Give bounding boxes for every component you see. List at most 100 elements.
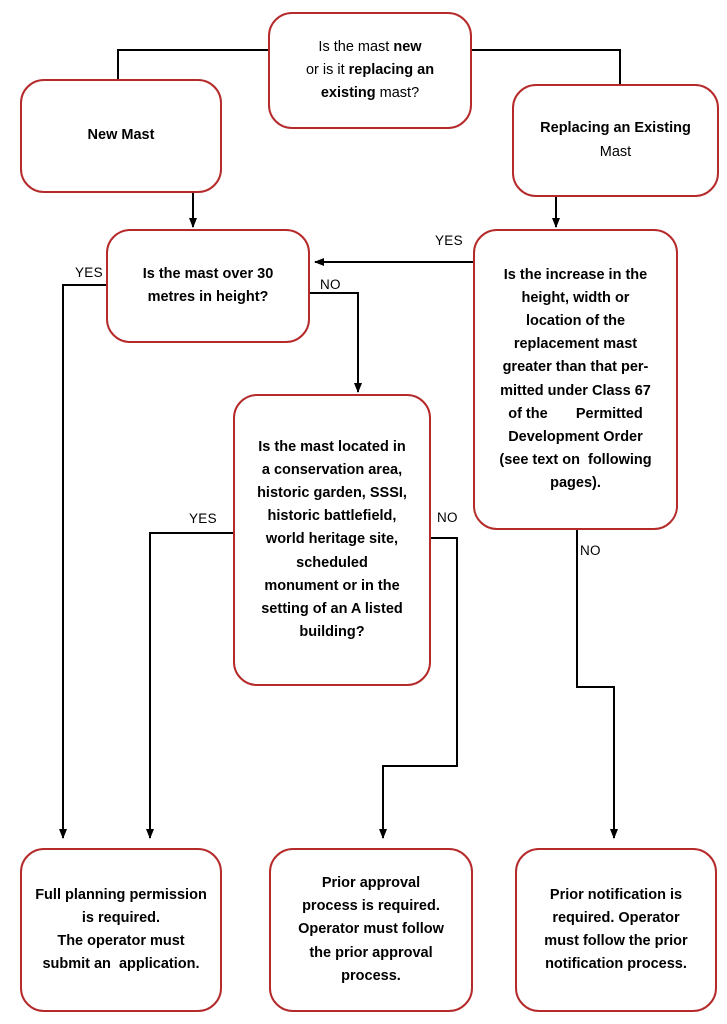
node-location-question: Is the mast located in a conservation are… xyxy=(233,394,431,686)
node-text: Full planning permission is required. The … xyxy=(35,884,207,977)
node-text: Is the mast over 30 metres in height? xyxy=(143,263,274,309)
node-text-run: existing xyxy=(320,85,376,102)
node-text-line: process is required. xyxy=(298,895,444,918)
node-text-line: Is the increase in the xyxy=(499,264,651,287)
node-text-line: pages). xyxy=(499,472,651,495)
node-text-run: or is it xyxy=(305,61,349,78)
node-text-line: historic battlefield, xyxy=(257,505,407,528)
node-text-line: Replacing an Existing xyxy=(540,117,691,140)
node-text-run: greater than that per- xyxy=(502,359,649,376)
node-text-line: Operator must follow xyxy=(298,918,444,941)
node-text-line: Is the mast over 30 xyxy=(143,263,274,286)
node-text-line: Is the mast located in xyxy=(257,436,407,459)
connector-increase-no-to-prior-notification xyxy=(576,530,618,839)
node-text-run: is required. xyxy=(81,909,161,926)
label-over30-no: NO xyxy=(320,277,341,292)
node-text-run: location of the xyxy=(525,312,626,329)
node-text-line: of the Permitted xyxy=(499,403,651,426)
label-increase-no: NO xyxy=(580,543,601,558)
node-text-run: must follow the prior xyxy=(544,933,688,949)
node-text-run: required. Operator xyxy=(552,909,680,926)
node-text-run: Is the mast over 30 xyxy=(142,265,274,282)
node-text-run: Full planning permission xyxy=(35,886,207,903)
node-text-run: Prior notification is xyxy=(549,886,683,903)
node-new-mast: New Mast xyxy=(20,79,222,193)
node-prior-notification: Prior notification is required. Operator m… xyxy=(515,848,717,1012)
node-text-run: world heritage site, xyxy=(265,531,399,548)
node-text-run: metres in height? xyxy=(147,289,269,305)
node-text-line: scheduled xyxy=(257,552,407,575)
label-replacing-yes: YES xyxy=(435,233,463,248)
node-text-line: Full planning permission xyxy=(35,884,207,907)
node-text-run: setting of an A listed xyxy=(261,600,403,617)
node-text-run: Mast xyxy=(599,143,632,160)
node-increase-question: Is the increase in the height, width or lo… xyxy=(473,229,678,530)
node-text-run: Is the increase in the xyxy=(503,266,648,283)
node-text-run: mitted under Class 67 xyxy=(500,382,651,399)
node-text-line: or is it replacing an xyxy=(306,59,434,82)
label-located-no: NO xyxy=(437,510,458,525)
connector-over30-yes-to-full-planning xyxy=(59,284,106,839)
node-text-line: mitted under Class 67 xyxy=(499,380,651,403)
label-located-yes: YES xyxy=(189,511,217,526)
node-text: Is the mast located in a conservation are… xyxy=(257,436,407,645)
node-text-run: process. xyxy=(341,967,401,984)
node-text: New Mast xyxy=(88,124,155,147)
node-text-run: process is required. xyxy=(302,898,440,915)
node-text-line: The operator must xyxy=(35,930,207,953)
node-text-line: setting of an A listed xyxy=(257,598,407,621)
node-text-run: (see text on following xyxy=(499,452,652,469)
node-text-line: location of the xyxy=(499,310,651,333)
node-text-line: required. Operator xyxy=(544,907,687,930)
node-prior-approval: Prior approval process is required. Operat… xyxy=(269,848,473,1012)
connector-question-to-replacing xyxy=(472,49,621,84)
connector-question-to-new-mast xyxy=(117,49,268,79)
node-text-line: is required. xyxy=(35,907,207,930)
node-text-line: must follow the prior xyxy=(544,930,687,953)
node-text-run: new xyxy=(393,38,422,55)
node-text-line: greater than that per- xyxy=(499,356,651,379)
node-text-line: a conservation area, xyxy=(257,459,407,482)
node-full-planning-permission: Full planning permission is required. The … xyxy=(20,848,222,1012)
node-text-line: the prior approval xyxy=(298,942,444,965)
node-text-run: height, width or xyxy=(521,289,630,306)
node-text-run: historic battlefield, xyxy=(267,508,397,525)
connector-over30-no-to-located xyxy=(305,292,362,393)
node-text-run: of the Permitted xyxy=(508,405,643,422)
node-text-run: Replacing an Existing xyxy=(540,120,691,137)
node-text-line: building? xyxy=(257,621,407,644)
node-text-line: monument or in the xyxy=(257,575,407,598)
node-text-line: submit an application. xyxy=(35,953,207,976)
node-text-run: Development Order xyxy=(508,428,643,445)
node-text-run: building? xyxy=(299,624,365,641)
node-text-run: replacement mast xyxy=(513,336,638,353)
node-text-run: mast? xyxy=(375,85,420,102)
node-text-run: scheduled xyxy=(296,554,368,571)
node-text-run: monument or in the xyxy=(264,577,400,594)
node-text-run: a conservation area, xyxy=(261,461,403,478)
node-text-run: submit an application. xyxy=(42,956,200,973)
node-text-run: pages). xyxy=(550,475,601,492)
node-text-run: Prior approval xyxy=(321,875,421,892)
node-text-run: Is the mast located in xyxy=(258,438,406,455)
node-text-run: New Mast xyxy=(87,127,155,144)
node-text-run: replacing an xyxy=(348,61,435,78)
node-text-line: Development Order xyxy=(499,426,651,449)
node-over-30-metres-question: Is the mast over 30 metres in height? xyxy=(106,229,310,343)
node-text-line: New Mast xyxy=(88,124,155,147)
node-text-line: world heritage site, xyxy=(257,528,407,551)
node-text-line: Prior notification is xyxy=(544,884,687,907)
node-text: Is the increase in the height, width or lo… xyxy=(499,264,651,496)
node-text-line: metres in height? xyxy=(143,286,274,309)
connector-located-yes-to-full-planning xyxy=(146,532,233,839)
node-text-line: historic garden, SSSI, xyxy=(257,482,407,505)
node-text-line: Mast xyxy=(540,141,691,164)
node-text-line: replacement mast xyxy=(499,333,651,356)
node-text-run: Is the mast xyxy=(318,38,394,55)
node-text-line: Is the mast new xyxy=(306,36,434,59)
node-text-run: Operator must follow xyxy=(298,921,444,938)
